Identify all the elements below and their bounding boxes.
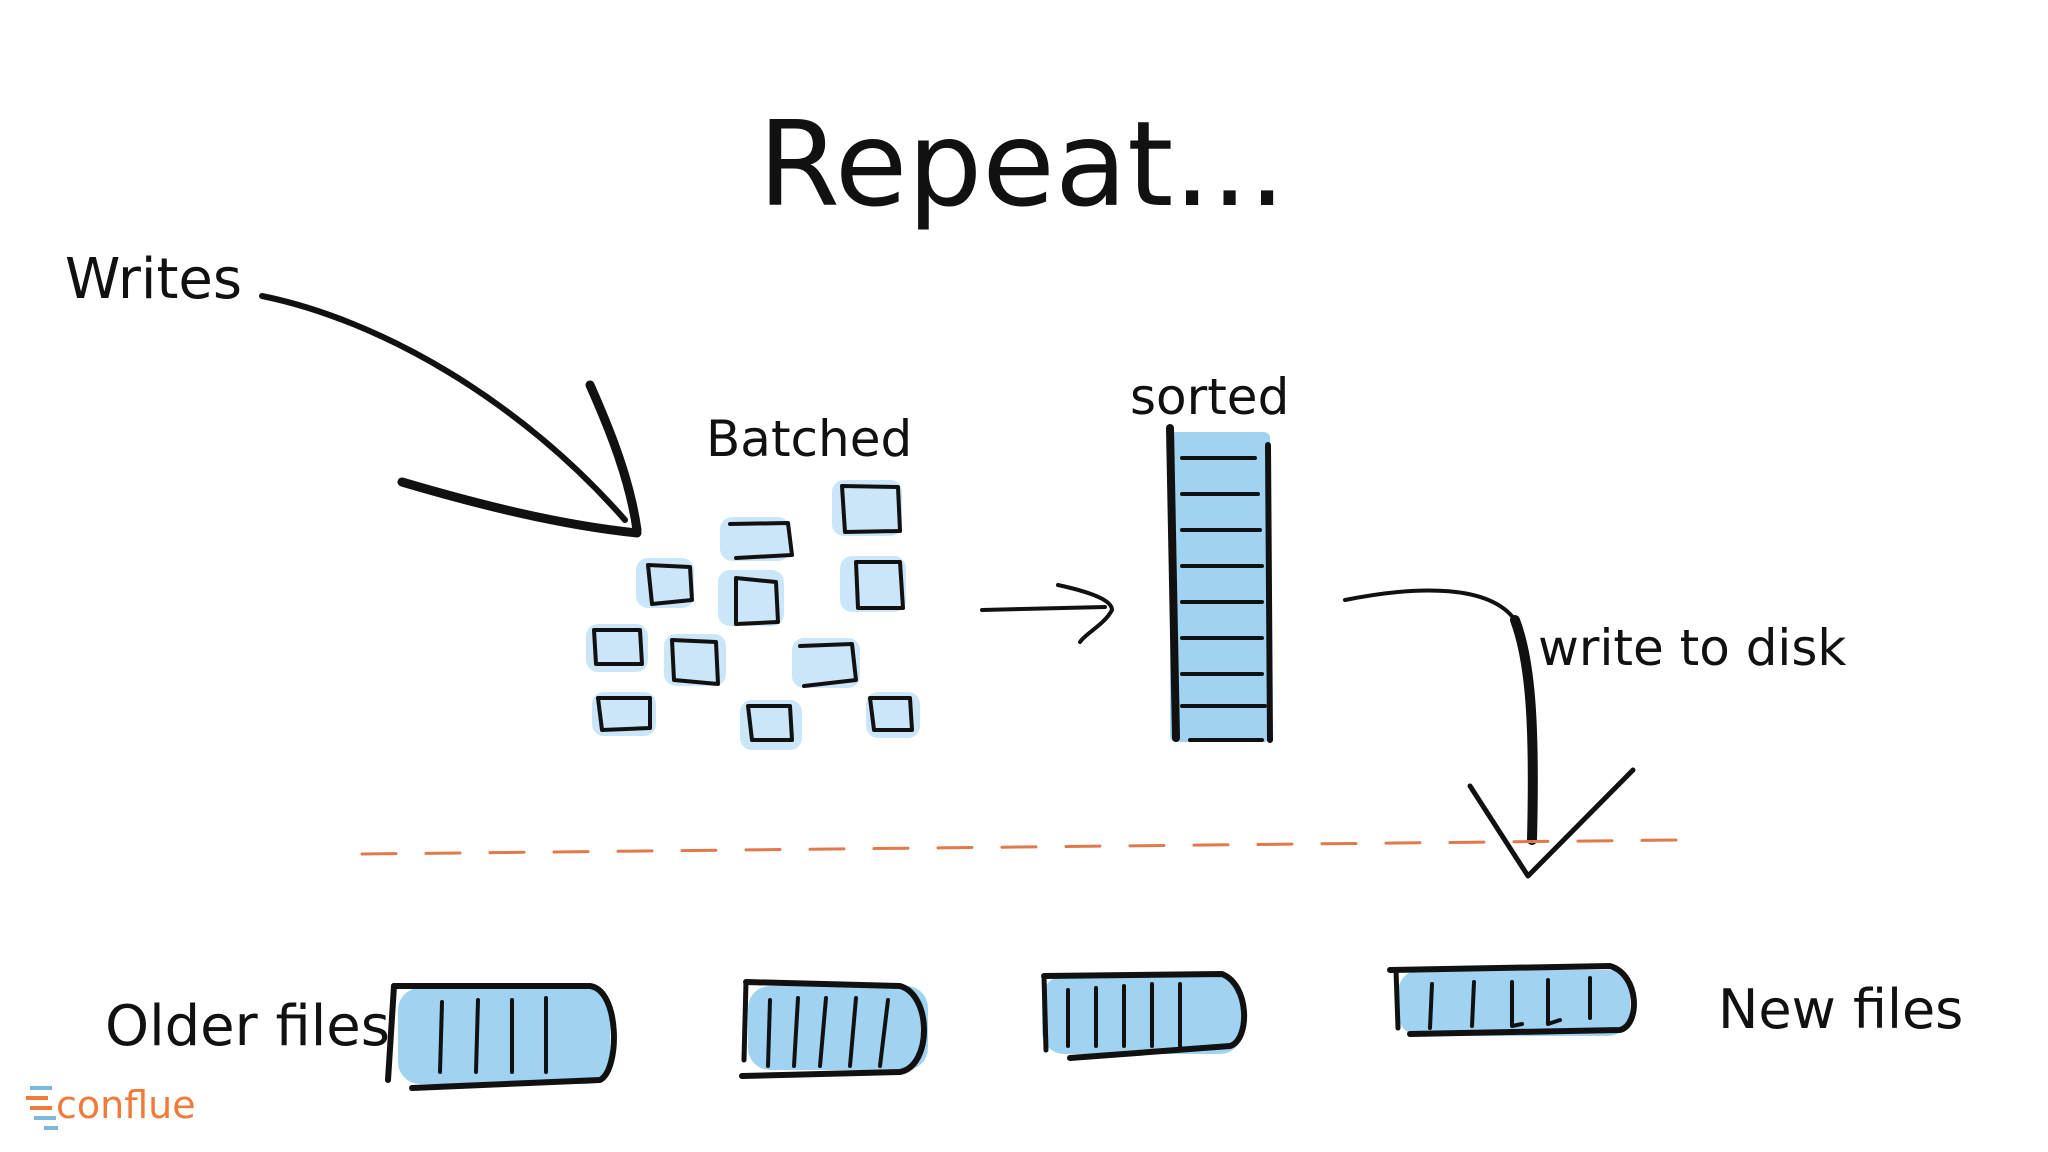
batch-cell [592, 692, 656, 736]
disk-file-1 [385, 983, 617, 1091]
batch-cell [792, 638, 860, 688]
batch-cell [718, 570, 784, 626]
batch-cell [740, 700, 802, 750]
batch-cell [636, 558, 694, 608]
writes-arrow [259, 293, 642, 538]
logo: conflue [26, 1083, 196, 1130]
batch-cell [664, 634, 726, 686]
disk-file-2 [739, 979, 928, 1079]
write-to-disk-label: write to disk [1538, 619, 1846, 677]
batch-cell [832, 480, 902, 536]
writes-label: Writes [65, 247, 242, 312]
batch-cell [586, 624, 648, 672]
disk-divider [360, 838, 1682, 856]
batch-cell [866, 692, 920, 738]
disk-file-4 [1387, 963, 1637, 1037]
sorted-column [1166, 424, 1273, 743]
new-files-label: New files [1718, 978, 1963, 1041]
batched-cells [586, 480, 920, 750]
logo-mark-icon [26, 1086, 58, 1130]
to-sorted-arrow [980, 583, 1114, 644]
batch-cell [720, 517, 794, 561]
batch-cell [840, 556, 906, 612]
logo-text: conflue [56, 1083, 196, 1127]
older-files-label: Older files [105, 994, 390, 1059]
batched-label: Batched [706, 410, 912, 468]
disk-file-3 [1041, 971, 1248, 1061]
write-to-disk-arrow [1343, 588, 1636, 879]
sorted-label: sorted [1130, 368, 1289, 426]
diagram-title: Repeat... [758, 95, 1286, 233]
